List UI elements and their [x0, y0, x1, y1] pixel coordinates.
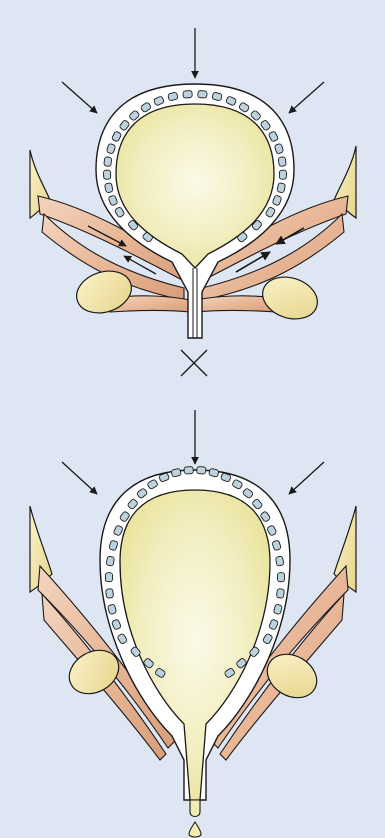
- wall-cell: [183, 90, 193, 98]
- wall-cell: [276, 589, 284, 599]
- bladder-lumen-lower: [120, 490, 270, 800]
- wall-cell: [278, 157, 286, 167]
- wall-cell: [103, 170, 110, 179]
- pressure-arrow-right-lower: [289, 462, 324, 494]
- urine-stream: [190, 800, 200, 817]
- wall-cell: [105, 573, 112, 582]
- pressure-arrow-left: [62, 82, 97, 113]
- wall-cell: [279, 170, 286, 179]
- wall-cell: [197, 466, 206, 474]
- closed-mark: [181, 350, 207, 376]
- urine-drop: [189, 822, 201, 837]
- wall-cell: [171, 468, 181, 477]
- pressure-arrow-left-lower: [62, 462, 97, 494]
- wall-cell: [209, 468, 219, 477]
- panel-continent: [30, 28, 356, 376]
- wall-cell: [106, 556, 114, 566]
- wall-cell: [104, 183, 113, 193]
- wall-cell: [277, 183, 286, 193]
- pressure-arrow-right: [289, 82, 324, 113]
- wall-cell: [184, 466, 193, 474]
- wall-cell: [198, 90, 208, 98]
- wall-cell: [104, 157, 112, 167]
- wall-cell: [277, 573, 284, 582]
- wall-cell: [275, 556, 283, 566]
- wall-cell: [106, 589, 114, 599]
- panel-incontinent: [30, 410, 356, 837]
